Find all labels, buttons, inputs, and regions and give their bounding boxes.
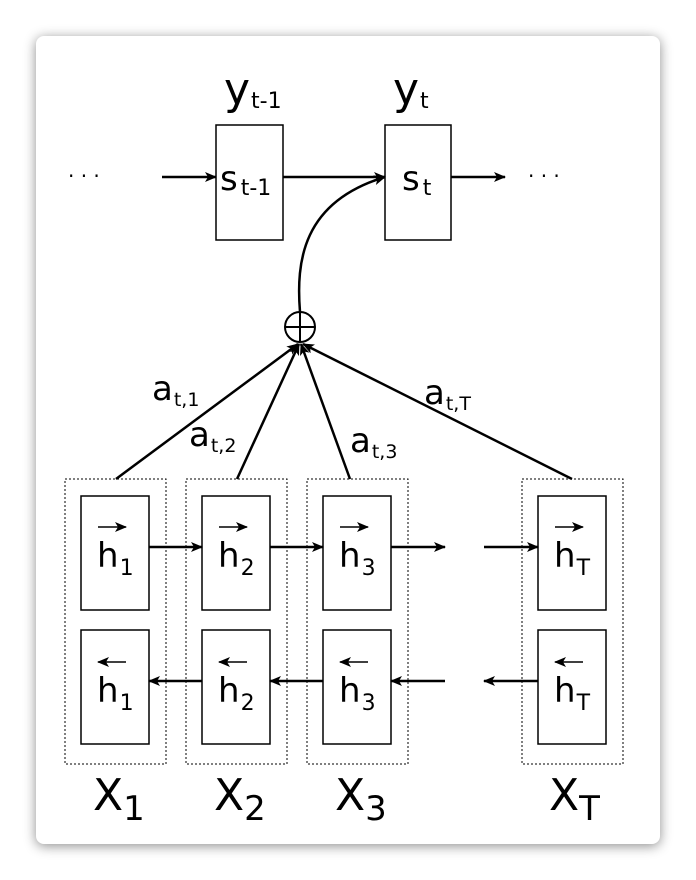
attention-line-1 [115, 342, 299, 481]
h-bwd-label-1: h1 [97, 671, 134, 716]
ellipsis-left: · · · [68, 164, 100, 188]
h-bwd-box-3 [322, 629, 392, 745]
h-fwd-label-2: h2 [218, 536, 255, 581]
h-bwd-label-T: hT [554, 671, 591, 716]
h-bwd-label-2: h2 [218, 671, 255, 716]
attention-line-T [302, 342, 573, 481]
ellipsis-right: · · · [528, 164, 560, 188]
attention-line-3 [299, 343, 352, 480]
output-curr-label: yt [393, 64, 429, 115]
h-bwd-box-2 [201, 629, 271, 745]
weight-label-T: at,T [424, 373, 471, 415]
state-prev-box [215, 124, 284, 241]
x-label-1: X1 [93, 770, 145, 829]
weight-label-3: at,3 [350, 421, 397, 463]
weight-label-2: at,2 [189, 415, 236, 457]
dotted-column-3 [306, 478, 409, 765]
x-label-T: XT [549, 770, 600, 829]
state-curr-box [384, 124, 452, 241]
h-fwd-box-2 [201, 495, 271, 611]
h-fwd-box-1 [80, 495, 150, 611]
h-bwd-box-1 [80, 629, 150, 745]
h-bwd-box-T [537, 629, 607, 745]
h-fwd-label-3: h3 [339, 536, 376, 581]
x-label-3: X3 [335, 770, 387, 829]
encoder-column-3: h3 h3 X3 [306, 478, 409, 829]
dotted-column-T [521, 478, 624, 765]
context-arrow [297, 175, 386, 313]
dotted-column-2 [185, 478, 288, 765]
h-fwd-label-1: h1 [97, 536, 134, 581]
encoder-column-2: h2 h2 X2 [185, 478, 288, 829]
weight-label-1: at,1 [152, 369, 199, 411]
encoder-column-T: hT hT XT [521, 478, 624, 829]
output-prev-label: yt-1 [224, 64, 282, 115]
attention-line-2 [235, 343, 301, 480]
x-label-2: X2 [214, 770, 266, 829]
dotted-column-1 [64, 478, 167, 765]
h-fwd-label-T: hT [554, 536, 591, 581]
h-bwd-label-3: h3 [339, 671, 376, 716]
h-fwd-box-3 [322, 495, 392, 611]
encoder-column-1: h1 h1 X1 [64, 478, 167, 829]
h-fwd-box-T [537, 495, 607, 611]
